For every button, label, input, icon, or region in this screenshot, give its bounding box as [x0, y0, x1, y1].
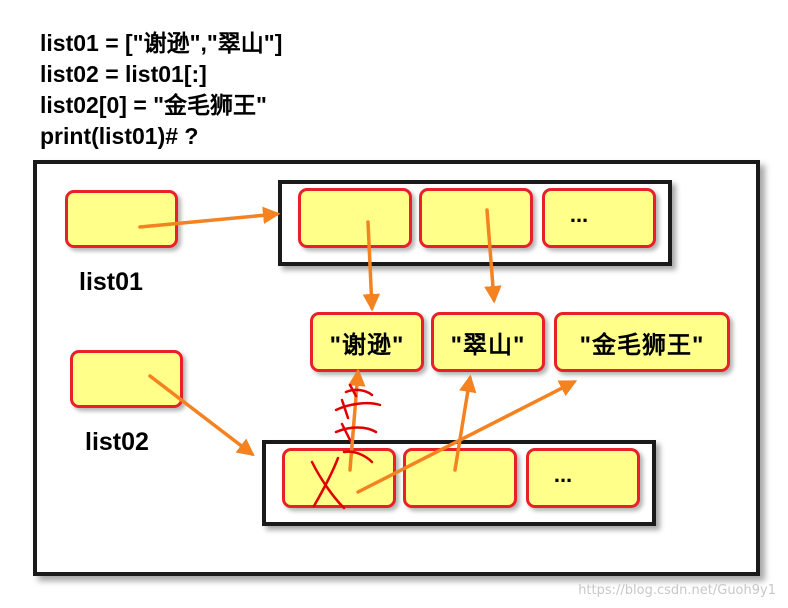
list01-cell-1	[419, 188, 533, 248]
cross-mark	[310, 456, 346, 510]
arrow-list01-to-object	[138, 206, 281, 229]
ellipsis: ...	[553, 462, 573, 487]
value-cuishan: "翠山"	[431, 312, 545, 372]
arrow-list02-to-object	[148, 374, 255, 457]
list01-label: list01	[79, 268, 143, 296]
arrow-old-cell0-to-xiexun	[348, 368, 366, 472]
value-jinmaoshiwang: "金毛狮王"	[554, 312, 730, 372]
code-line-3: list02[0] = "金毛狮王"	[40, 92, 267, 118]
arrow-cell1-to-cuishan	[484, 208, 502, 304]
strike-mark-3	[334, 422, 378, 442]
watermark: https://blog.csdn.net/Guoh9y1	[578, 583, 776, 598]
code-line-4: print(list01)# ?	[40, 123, 199, 149]
list02-reference-box	[70, 350, 183, 408]
list02-label: list02	[85, 428, 149, 456]
strike-mark-4	[342, 450, 374, 464]
code-block: list01 = ["谢逊","翠山"] list02 = list01[:] …	[40, 28, 282, 152]
value-xiexun: "谢逊"	[310, 312, 424, 372]
list01-cell-0	[298, 188, 412, 248]
arrow-cell0-to-xiexun	[362, 220, 381, 312]
list01-reference-box	[65, 190, 178, 248]
strike-mark-2	[334, 398, 382, 420]
list02-cell-2: ...	[526, 448, 640, 508]
strike-mark-1	[344, 383, 374, 398]
ellipsis: ...	[569, 202, 589, 227]
arrow-cell0-to-jinmaoshiwang	[356, 380, 578, 494]
strike-marks	[310, 383, 382, 510]
code-line-1: list01 = ["谢逊","翠山"]	[40, 30, 283, 56]
arrow-cell1-to-cuishan-copy	[453, 374, 477, 472]
list01-cell-2: ...	[542, 188, 656, 248]
code-line-2: list02 = list01[:]	[40, 61, 207, 87]
